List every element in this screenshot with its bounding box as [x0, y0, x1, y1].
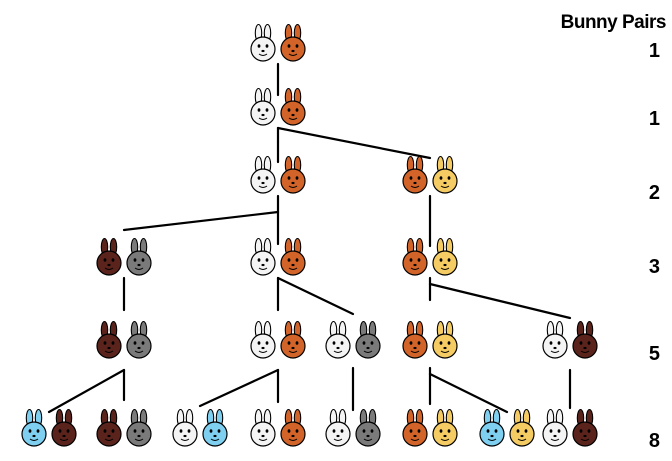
pair-count-gen-1: 1 — [648, 40, 660, 62]
bunny-pair — [250, 237, 306, 276]
column-header: Bunny Pairs — [560, 12, 667, 33]
bunny-head-blue — [479, 408, 505, 447]
bunny-head-yellow — [432, 408, 458, 447]
bunny-pair — [325, 408, 381, 447]
bunny-head-gray — [126, 237, 152, 276]
bunny-head-dark-brown — [96, 408, 122, 447]
bunny-head-orange — [280, 87, 306, 126]
connector-line — [122, 210, 280, 232]
bunny-pair — [325, 320, 381, 359]
bunny-head-white — [172, 408, 198, 447]
bunny-head-dark-brown — [96, 237, 122, 276]
bunny-head-gray — [126, 408, 152, 447]
bunny-pair — [96, 237, 152, 276]
bunny-head-white — [250, 237, 276, 276]
bunny-pair — [250, 23, 306, 62]
bunny-head-white — [325, 408, 351, 447]
bunny-head-dark-brown — [51, 408, 77, 447]
bunny-pair — [21, 408, 77, 447]
bunny-head-white — [542, 320, 568, 359]
bunny-head-dark-brown — [96, 320, 122, 359]
connector-line — [276, 126, 432, 160]
bunny-head-white — [542, 408, 568, 447]
bunny-head-orange — [402, 237, 428, 276]
bunny-head-white — [250, 23, 276, 62]
bunny-head-yellow — [432, 155, 458, 194]
bunny-head-orange — [402, 408, 428, 447]
bunny-pair — [96, 320, 152, 359]
bunny-head-orange — [280, 408, 306, 447]
bunny-pair — [402, 155, 458, 194]
bunny-head-orange — [280, 320, 306, 359]
bunny-head-gray — [355, 408, 381, 447]
pair-count-gen-5: 5 — [648, 343, 660, 365]
bunny-head-white — [250, 155, 276, 194]
bunny-head-gray — [355, 320, 381, 359]
connector-line — [428, 372, 509, 414]
bunny-head-blue — [202, 408, 228, 447]
bunny-pair — [250, 408, 306, 447]
bunny-head-orange — [402, 155, 428, 194]
pair-count-gen-3: 2 — [648, 182, 660, 204]
bunny-head-orange — [280, 155, 306, 194]
pair-count-gen-4: 3 — [648, 256, 660, 278]
bunny-head-white — [250, 320, 276, 359]
connector-line — [47, 368, 126, 414]
bunny-pair — [172, 408, 228, 447]
bunny-pair — [250, 155, 306, 194]
bunny-head-gray — [126, 320, 152, 359]
bunny-head-white — [250, 408, 276, 447]
bunny-pair — [542, 408, 598, 447]
connector-line — [276, 276, 355, 316]
connector-line — [428, 282, 572, 320]
bunny-head-white — [325, 320, 351, 359]
bunny-head-orange — [280, 237, 306, 276]
bunny-pair — [542, 320, 598, 359]
bunny-head-dark-brown — [572, 320, 598, 359]
bunny-pair — [402, 408, 458, 447]
bunny-head-blue — [21, 408, 47, 447]
bunny-pair — [402, 237, 458, 276]
pair-count-gen-2: 1 — [648, 108, 660, 130]
bunny-head-yellow — [432, 237, 458, 276]
bunny-pair — [479, 408, 535, 447]
bunny-pair — [250, 87, 306, 126]
connector-line — [198, 368, 280, 408]
bunny-head-dark-brown — [572, 408, 598, 447]
bunny-head-orange — [402, 320, 428, 359]
bunny-pair — [402, 320, 458, 359]
bunny-head-white — [250, 87, 276, 126]
bunny-head-yellow — [432, 320, 458, 359]
bunny-pair — [96, 408, 152, 447]
connector-lines — [47, 62, 572, 414]
pair-count-gen-6: 8 — [648, 430, 660, 452]
bunny-head-yellow — [509, 408, 535, 447]
bunny-pair — [250, 320, 306, 359]
bunny-head-orange — [280, 23, 306, 62]
